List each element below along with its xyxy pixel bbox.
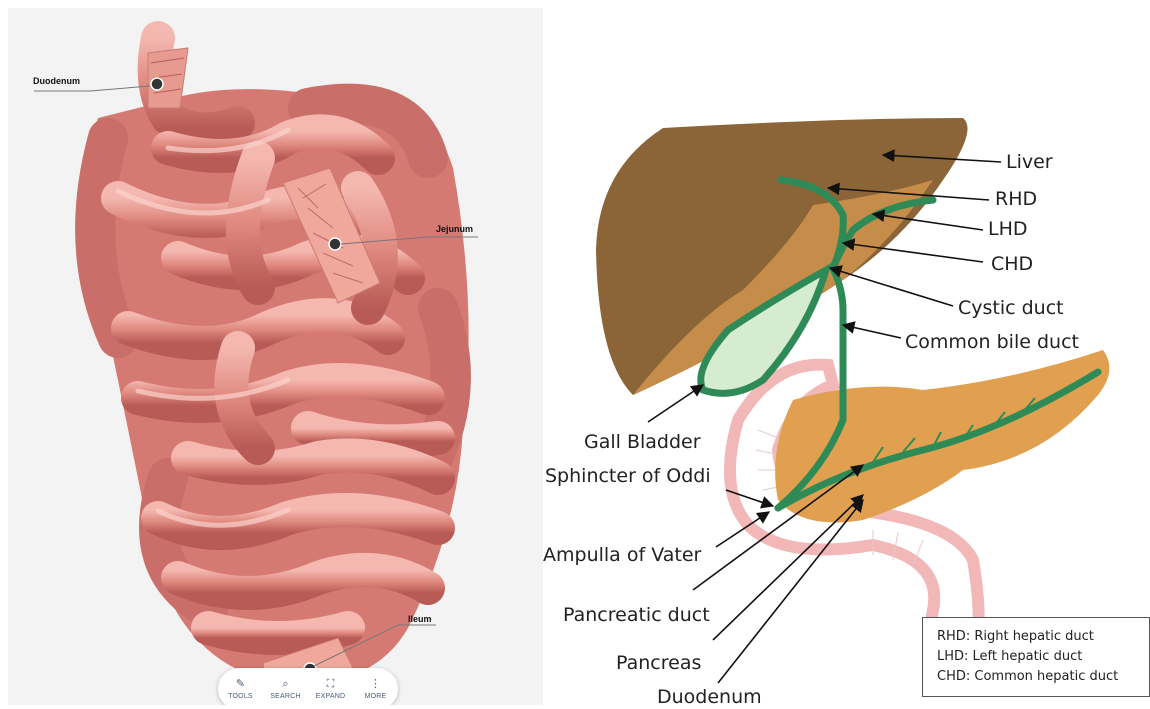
duodenum-marker-icon[interactable] bbox=[151, 78, 163, 90]
more-button-label: MORE bbox=[365, 693, 387, 700]
lhd-label: LHD bbox=[988, 218, 1028, 240]
gall-bladder-label: Gall Bladder bbox=[584, 431, 701, 453]
legend-item-rhd: RHD: Right hepatic duct bbox=[937, 627, 1149, 647]
rhd-label: RHD bbox=[995, 188, 1037, 210]
sphincter-of-oddi-label: Sphincter of Oddi bbox=[545, 465, 711, 487]
biliary-diagram-graphic bbox=[543, 0, 1150, 709]
liver-label: Liver bbox=[1006, 151, 1053, 173]
tools-button[interactable]: ✎ TOOLS bbox=[221, 678, 261, 700]
abbreviation-legend: RHD: Right hepatic duct LHD: Left hepati… bbox=[922, 617, 1150, 697]
small-intestine-illustration bbox=[8, 8, 543, 705]
duodenum-label[interactable]: Duodenum bbox=[33, 76, 80, 86]
pencil-icon: ✎ bbox=[236, 678, 245, 691]
intestine-3d-viewer[interactable]: Duodenum Jejunum Ileum ✎ TOOLS ⌕ SEARCH … bbox=[8, 8, 543, 705]
search-icon: ⌕ bbox=[282, 678, 288, 691]
duodenum-diagram-label: Duodenum bbox=[657, 686, 762, 708]
expand-button-label: EXPAND bbox=[316, 693, 345, 700]
legend-item-chd: CHD: Common hepatic duct bbox=[937, 667, 1149, 687]
common-bile-duct-label: Common bile duct bbox=[905, 331, 1079, 353]
jejunum-marker-icon[interactable] bbox=[329, 238, 341, 250]
expand-icon: ⛶ bbox=[327, 678, 335, 691]
ileum-label[interactable]: Ileum bbox=[408, 614, 432, 624]
pancreas-label: Pancreas bbox=[616, 652, 701, 674]
cystic-duct-label: Cystic duct bbox=[958, 297, 1064, 319]
more-vertical-icon: ⋮ bbox=[370, 678, 381, 691]
tools-button-label: TOOLS bbox=[228, 693, 253, 700]
chd-label: CHD bbox=[991, 253, 1033, 275]
ampulla-of-vater-label: Ampulla of Vater bbox=[543, 544, 701, 566]
viewer-toolbar: ✎ TOOLS ⌕ SEARCH ⛶ EXPAND ⋮ MORE bbox=[218, 668, 398, 705]
biliary-diagram: Liver RHD LHD CHD Cystic duct Common bil… bbox=[543, 0, 1150, 709]
jejunum-label[interactable]: Jejunum bbox=[436, 224, 473, 234]
pancreatic-duct-label: Pancreatic duct bbox=[563, 604, 710, 626]
legend-item-lhd: LHD: Left hepatic duct bbox=[937, 647, 1149, 667]
more-button[interactable]: ⋮ MORE bbox=[356, 678, 396, 700]
search-button[interactable]: ⌕ SEARCH bbox=[266, 678, 306, 700]
search-button-label: SEARCH bbox=[270, 693, 300, 700]
expand-button[interactable]: ⛶ EXPAND bbox=[311, 678, 351, 700]
